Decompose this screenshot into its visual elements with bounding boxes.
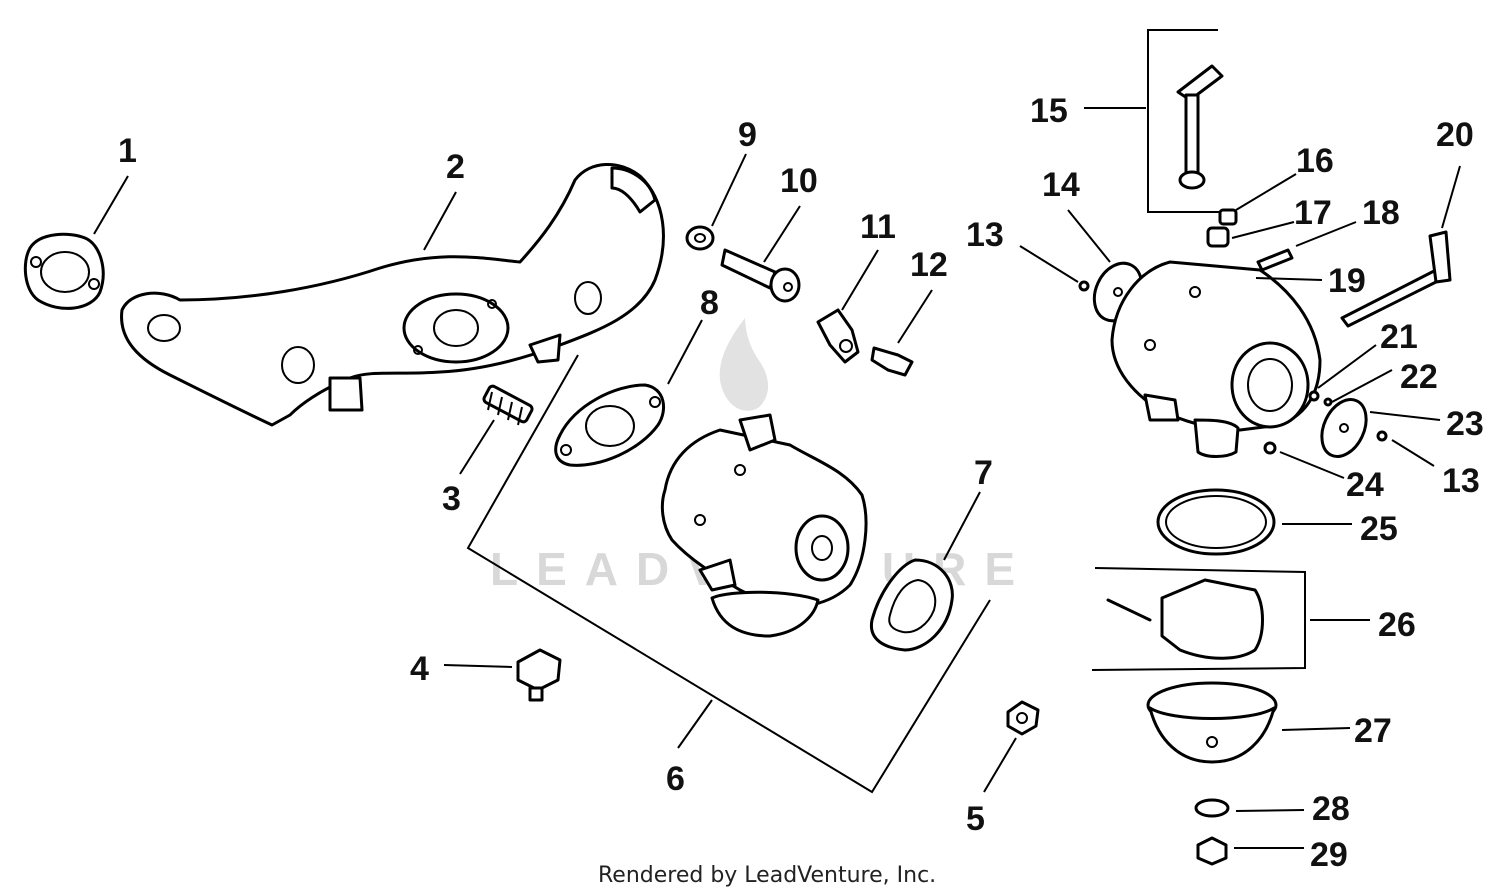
leader-lines [93,107,1461,849]
callout-23: 23 [1446,405,1484,443]
part-16-jet [1218,208,1238,226]
callout-21: 21 [1380,318,1418,356]
callout-17: 17 [1294,194,1332,232]
part-18-screw [1256,248,1294,272]
part-27-bowl [1146,681,1278,764]
part-26-float [1106,578,1264,660]
part-20-shaft [1340,230,1452,328]
footer-credit: Rendered by LeadVenture, Inc. [598,863,936,888]
part-24-screw [1263,441,1277,455]
part-22-pin [1323,397,1333,407]
callouts: 1 2 3 4 5 6 7 8 9 10 11 12 13 14 15 16 1… [118,92,1484,874]
callout-6: 6 [666,760,685,798]
callout-20: 20 [1436,116,1474,154]
callout-11: 11 [860,208,896,246]
callout-16: 16 [1296,142,1334,180]
bracket-15 [1147,29,1230,213]
callout-26: 26 [1378,606,1416,644]
part-29-nut [1196,836,1228,866]
part-3-spring [482,384,534,426]
callout-22: 22 [1400,358,1438,396]
part-7-gasket [869,558,954,652]
callout-29: 29 [1310,836,1348,874]
callout-19: 19 [1328,262,1366,300]
part-17-spring [1206,226,1230,248]
callout-15: 15 [1030,92,1068,130]
callout-14: 14 [1042,166,1080,204]
carburetor-body [1110,260,1322,458]
part-28-washer [1194,798,1230,818]
callout-28: 28 [1312,790,1350,828]
part-6-carburetor [660,413,868,638]
callout-8: 8 [700,284,719,322]
part-21-screw [1308,390,1320,402]
callout-5: 5 [966,800,985,838]
part-2-manifold [120,163,665,427]
callout-7: 7 [974,454,993,492]
part-8-gasket [554,383,666,467]
callout-2: 2 [446,148,465,186]
callout-25: 25 [1360,510,1398,548]
part-13-screw [1078,280,1388,442]
callout-12: 12 [910,246,948,284]
part-11-clip [816,308,860,364]
part-12-screw [870,346,914,377]
part-5-nut [1006,700,1040,736]
flame-logo-icon [719,318,769,411]
part-9-washer [685,225,715,251]
bracket-6 [466,354,991,794]
part-15-needle [1176,64,1224,190]
callout-18: 18 [1362,194,1400,232]
bracket-26 [1091,567,1306,671]
callout-3: 3 [442,480,461,518]
callout-10: 10 [780,162,818,200]
callout-4: 4 [410,650,429,688]
callout-9: 9 [738,116,757,154]
callout-27: 27 [1354,712,1392,750]
part-1-gasket [23,232,105,310]
part-4-fitting [516,648,562,702]
callout-24: 24 [1346,466,1384,504]
part-25-o-ring [1156,488,1276,556]
callout-1: 1 [118,132,137,170]
part-10-bolt [720,248,801,303]
part-23-plate [1320,398,1368,458]
callout-13b: 13 [1442,462,1480,500]
callout-13: 13 [966,216,1004,254]
